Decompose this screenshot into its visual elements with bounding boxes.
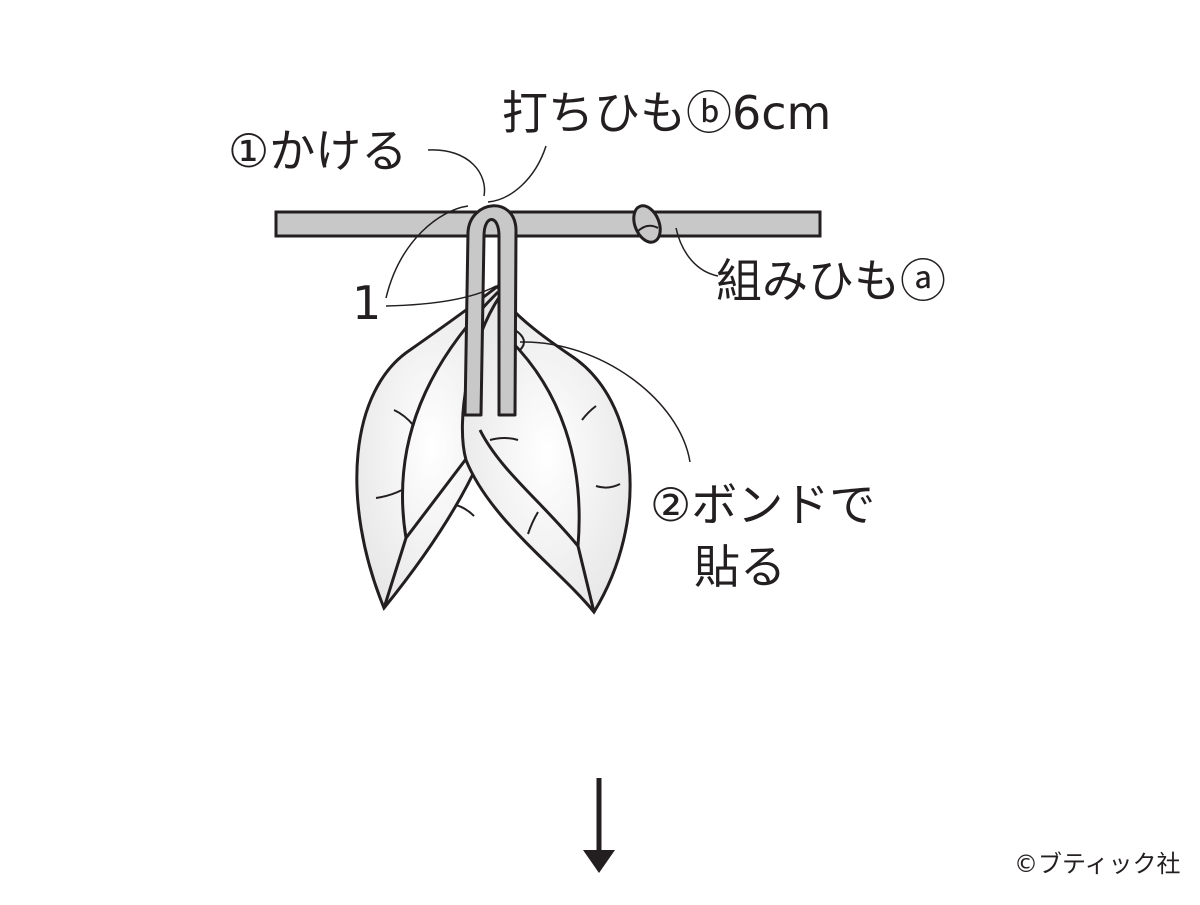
cord-b-loop (463, 204, 518, 417)
leader-line-cord-a (675, 227, 719, 277)
down-arrow-icon (583, 778, 615, 873)
label-cord-b: 打ちひもⓑ6cm (502, 86, 832, 140)
cord-knot (632, 204, 662, 244)
label-number-1: 1 (352, 276, 382, 330)
leader-line-step2 (519, 341, 691, 463)
label-step2-line1: ②ボンドで (650, 478, 876, 532)
leader-line-cord-b (487, 145, 547, 203)
label-step2-line2: 貼る (694, 540, 786, 594)
braided-cord-a (274, 210, 822, 238)
leader-line-step1 (427, 149, 486, 197)
label-cord-a: 組みひもⓐ (716, 254, 946, 308)
label-step1: ①かける (228, 124, 408, 178)
leader-line-num1 (385, 205, 497, 307)
copyright-notice: ©ブティック社 (1014, 850, 1181, 878)
